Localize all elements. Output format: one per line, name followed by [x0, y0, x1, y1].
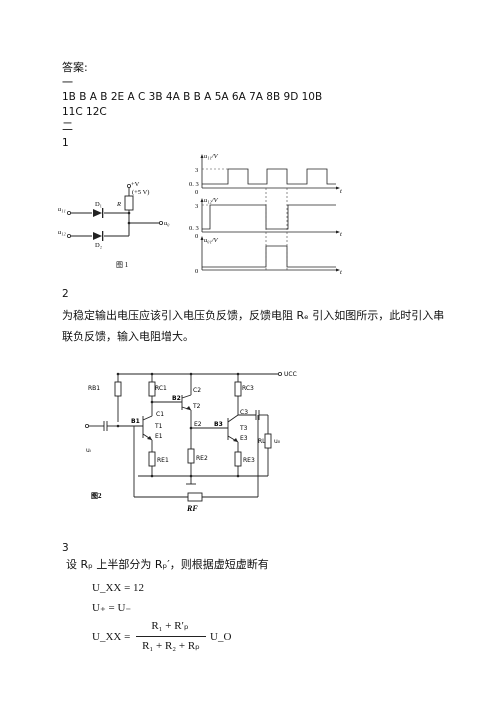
diode-and-gate-circuit: +V (+5 V) R D₁ D₂ u₁₁ u₁₂ u₀ 图 1	[58, 181, 170, 269]
q1-number: 1	[62, 137, 69, 149]
answer-line-2: 11C 12C	[62, 106, 107, 118]
amplifier-circuit: RB1 RC1 C2 T2 B2 RC3 UCC C1 B1 T1 E1 RE1…	[85, 371, 297, 513]
figure2-caption: 图2	[91, 491, 102, 500]
rl-label: RL	[258, 438, 266, 445]
wave1-high-tick: 3	[195, 167, 198, 174]
e2-label: E2	[194, 421, 202, 428]
q3-equation-2: U₊ = U₋	[92, 602, 132, 614]
wave2-high-tick: 3	[195, 203, 198, 210]
rc1-label: RC1	[155, 385, 167, 392]
section-marker-2: 二	[62, 120, 73, 133]
wave3-zero-tick: 0	[195, 268, 198, 275]
input1-label: u₁₁	[58, 206, 66, 213]
input-voltage-label: uᵢ	[86, 447, 91, 454]
timing-waveforms: u₁₁/V 3 0. 3 0 t u₁₂/V 3 0. 3 0 t u₀₁/V …	[189, 153, 342, 276]
b2-label: B2	[172, 395, 181, 402]
supply-label: +V	[131, 181, 140, 188]
t2-label: T2	[192, 403, 201, 410]
wave1-zero-tick: 0	[195, 189, 198, 196]
c2-label: C2	[193, 387, 201, 394]
eq3-rhs: U_O	[210, 631, 232, 643]
ucc-label: UCC	[284, 371, 297, 378]
resistor-label: R	[116, 201, 121, 208]
wave1-low-tick: 0. 3	[189, 181, 199, 188]
supply-value-label: (+5 V)	[132, 189, 149, 196]
re3-label: RE3	[243, 457, 255, 464]
re1-label: RE1	[157, 457, 169, 464]
input2-label: u₁₂	[58, 229, 67, 236]
eq3-numerator: R₁ + R′ₚ	[151, 620, 189, 632]
wave2-low-tick: 0. 3	[189, 225, 199, 232]
figure1-caption: 图 1	[116, 261, 129, 269]
output-voltage-label: u₀	[274, 438, 281, 445]
t1-label: T1	[154, 423, 163, 430]
output-label: u₀	[164, 220, 170, 227]
diode1-label: D₁	[95, 201, 102, 208]
q2-answer-text: 为稳定输出电压应该引入电压负反馈，反馈电阻 Rₑ 引入如图所示，此时引入串联负反…	[62, 309, 445, 343]
q3-number: 3	[62, 542, 69, 554]
re2-label: RE2	[196, 455, 208, 462]
wave2-time-label: t	[340, 231, 342, 238]
t3-label: T3	[239, 425, 248, 432]
e3-label: E3	[240, 435, 248, 442]
b1-label: B1	[131, 418, 140, 425]
wave1-time-label: t	[340, 188, 342, 195]
q3-intro: 设 Rₚ 上半部分为 Rₚ′，则根据虚短虚断有	[66, 558, 269, 571]
fraction-bar	[136, 636, 206, 637]
wave3-time-label: t	[340, 269, 342, 276]
c3-label: C3	[240, 409, 248, 416]
q2-number: 2	[62, 288, 69, 300]
eq3-lhs: U_XX =	[92, 631, 131, 643]
axis3-label: u₀₁/V	[204, 237, 219, 244]
eq3-denominator: R₁ + R₂ + Rₚ	[142, 640, 200, 652]
rb1-label: RB1	[88, 385, 100, 392]
feedback-resistor-label: RF	[186, 504, 198, 513]
wave2-zero-tick: 0	[195, 233, 198, 240]
b3-label: B3	[214, 421, 223, 428]
rc3-label: RC3	[242, 385, 254, 392]
answers-label: 答案:	[62, 61, 88, 74]
axis2-label: u₁₂/V	[204, 197, 219, 204]
q3-equation-1: U_XX = 12	[92, 582, 145, 594]
q3-equation-3: U_XX = R₁ + R′ₚ R₁ + R₂ + Rₚ U_O	[92, 618, 242, 658]
section-marker-1: 一	[62, 76, 73, 89]
c1-label: C1	[156, 411, 164, 418]
diode2-label: D₂	[95, 242, 102, 249]
answer-line-1: 1B B A B 2E A C 3B 4A B B A 5A 6A 7A 8B …	[62, 91, 323, 103]
e1-label: E1	[155, 433, 163, 440]
axis1-label: u₁₁/V	[204, 153, 219, 160]
